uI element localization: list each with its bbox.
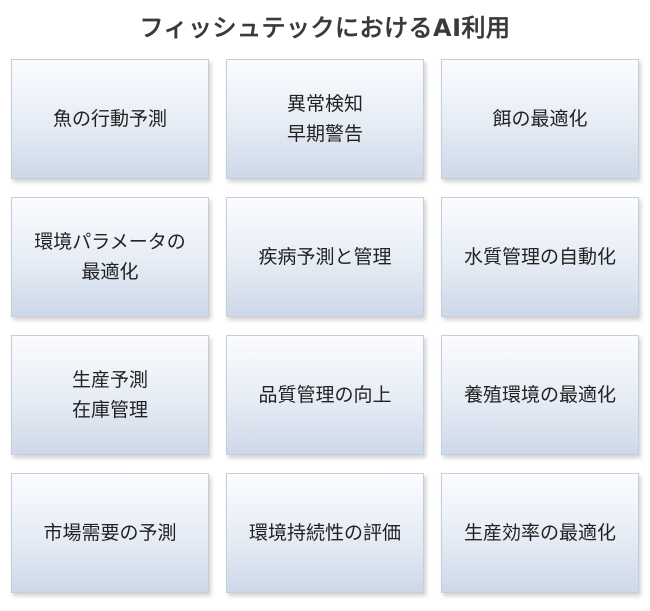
card-label: 魚の行動予測	[52, 108, 167, 130]
card-label: 餌の最適化	[492, 108, 588, 130]
diagram-title: フィッシュテックにおけるAI利用	[139, 14, 511, 42]
card-label: 環境パラメータの 最適化	[34, 231, 186, 283]
card-label: 養殖環境の最適化	[463, 384, 616, 406]
card-production-forecast: 生産予測 在庫管理	[11, 335, 209, 455]
card-label: 品質管理の向上	[258, 384, 392, 406]
card-label: 環境持続性の評価	[248, 522, 401, 544]
card-market-demand: 市場需要の予測	[11, 473, 209, 593]
grid-row: 環境パラメータの 最適化 疾病予測と管理 水質管理の自動化	[11, 197, 641, 317]
card-label: 生産効率の最適化	[463, 522, 616, 544]
card-label: 水質管理の自動化	[463, 246, 616, 268]
grid-row: 魚の行動予測 異常検知 早期警告 餌の最適化	[11, 59, 641, 179]
card-water-quality-automation: 水質管理の自動化	[441, 197, 639, 317]
card-production-efficiency: 生産効率の最適化	[441, 473, 639, 593]
grid-row: 生産予測 在庫管理 品質管理の向上 養殖環境の最適化	[11, 335, 641, 455]
card-feed-optimization: 餌の最適化	[441, 59, 639, 179]
card-label: 生産予測 在庫管理	[71, 369, 148, 421]
card-anomaly-detection: 異常検知 早期警告	[226, 59, 424, 179]
card-label: 異常検知 早期警告	[286, 93, 363, 145]
card-fish-behavior-prediction: 魚の行動予測	[11, 59, 209, 179]
card-sustainability: 環境持続性の評価	[226, 473, 424, 593]
card-farming-environment: 養殖環境の最適化	[441, 335, 639, 455]
card-label: 疾病予測と管理	[258, 246, 392, 268]
card-disease-prediction: 疾病予測と管理	[226, 197, 424, 317]
card-quality-control: 品質管理の向上	[226, 335, 424, 455]
ai-use-grid: 魚の行動予測 異常検知 早期警告 餌の最適化 環境パラメータの 最適化 疾病予測…	[11, 59, 641, 611]
grid-row: 市場需要の予測 環境持続性の評価 生産効率の最適化	[11, 473, 641, 593]
card-environment-parameters: 環境パラメータの 最適化	[11, 197, 209, 317]
card-label: 市場需要の予測	[43, 522, 177, 544]
